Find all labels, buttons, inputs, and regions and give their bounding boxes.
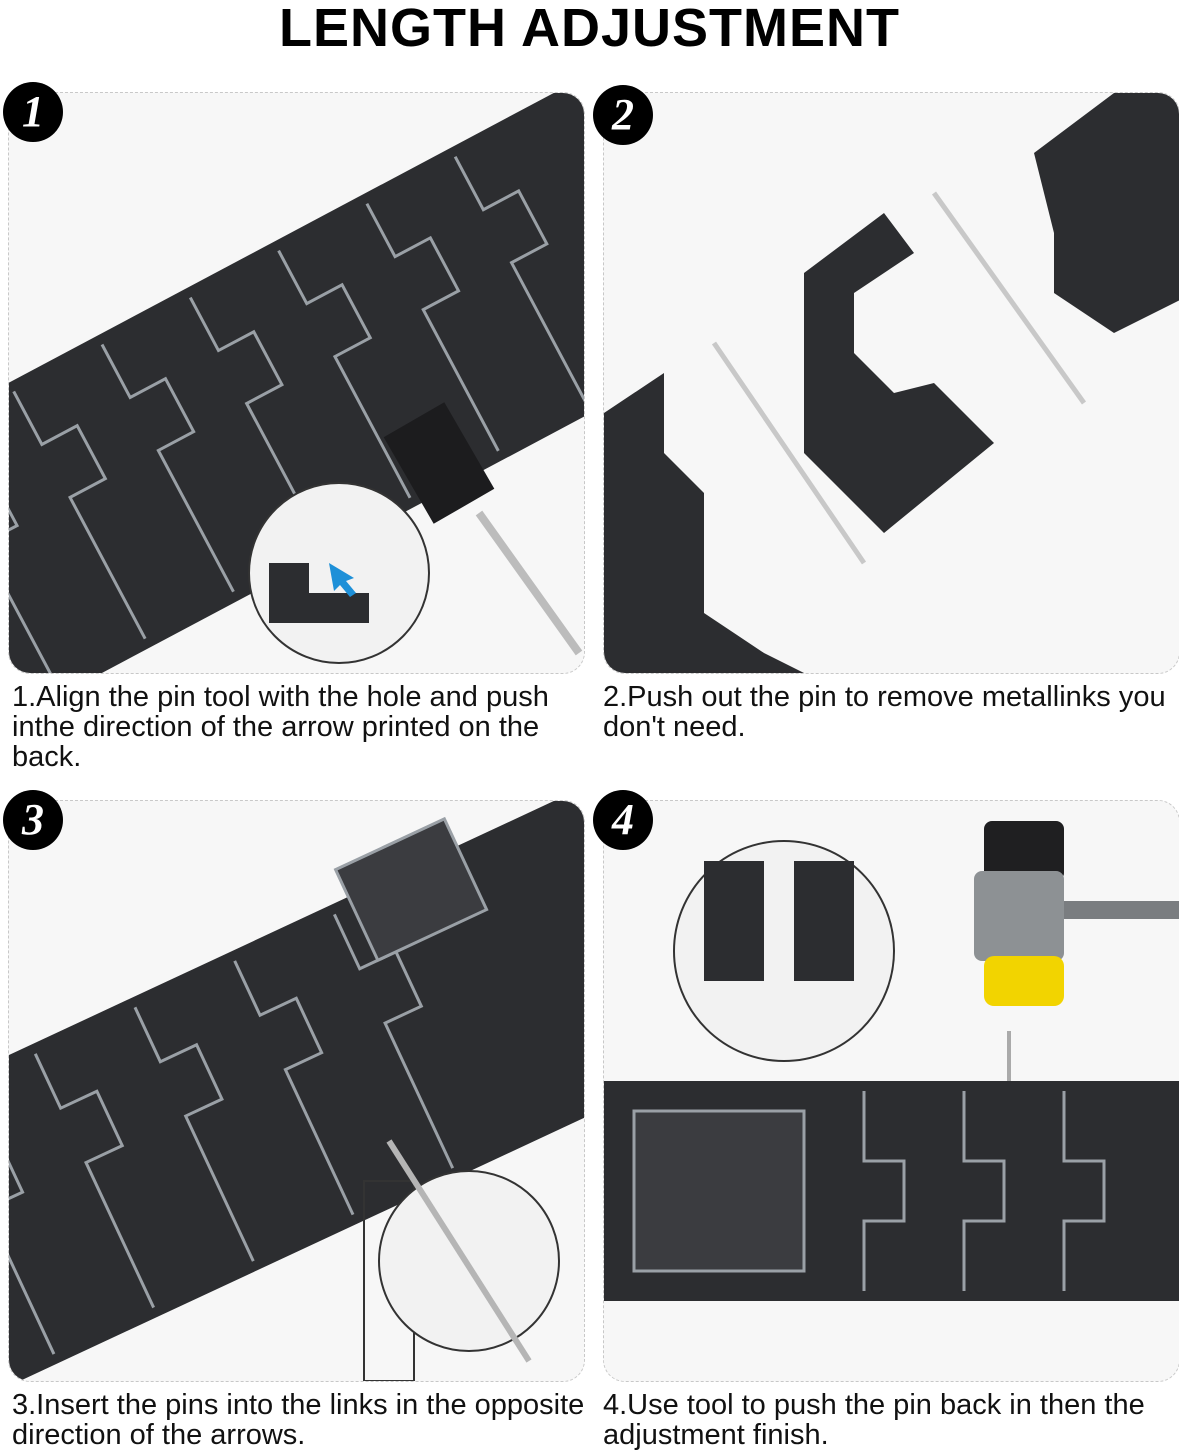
step-3-image [8,800,585,1382]
step-4-caption: 4.Use tool to push the pin back in then … [603,1389,1145,1451]
step-4-badge: 4 [593,790,653,850]
step-3-caption: 3.Insert the pins into the links in the … [12,1389,585,1451]
step-1-image [8,92,585,674]
step-2-image [603,92,1179,674]
step-1-badge: 1 [3,82,63,142]
hammer-pin-illustration [604,801,1179,1381]
step-2-caption: 2.Push out the pin to remove metallinks … [603,681,1166,743]
page-title: LENGTH ADJUSTMENT [279,0,900,58]
insert-pins-illustration [9,801,584,1381]
step-2-badge: 2 [593,85,653,145]
step-3-badge: 3 [3,790,63,850]
step-4-image [603,800,1179,1382]
removed-links-illustration [604,93,1179,673]
band-pin-tool-illustration [9,93,584,673]
step-1-caption: 1.Align the pin tool with the hole and p… [12,681,549,773]
